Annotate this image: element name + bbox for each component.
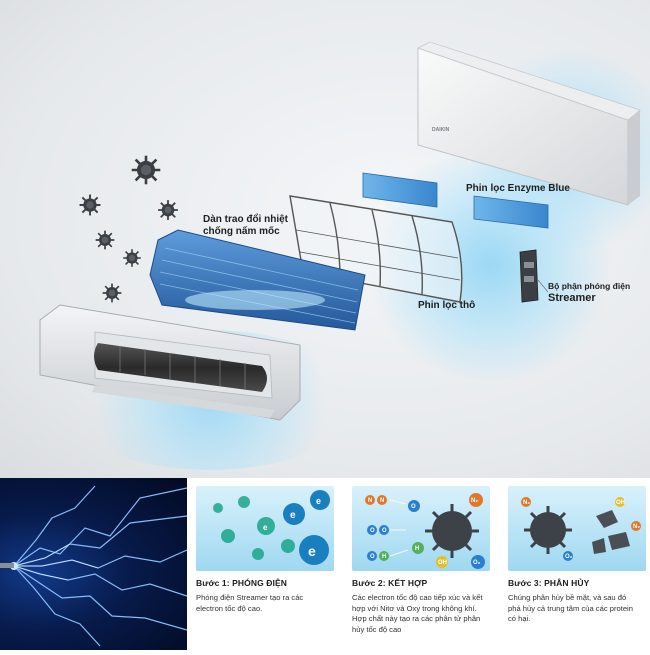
- n2-label: N₂: [471, 498, 478, 504]
- oxygen-label: O: [370, 554, 375, 560]
- electron-label: e: [263, 523, 268, 532]
- o2-label: O₂: [565, 554, 573, 560]
- step-decompose-desc: Chúng phân hủy bề mặt, và sau đó phá hủy…: [508, 593, 633, 623]
- step-combine-image: N N O O O H O H N₂ O₂ OH: [352, 486, 490, 571]
- hydroxyl-label: OH: [438, 560, 447, 566]
- heat-exchanger-coil: [149, 229, 366, 331]
- step-discharge-image: e e e e: [196, 486, 334, 571]
- lightning-icon: [0, 485, 188, 647]
- exploded-view: Dàn trao đổi nhiệt chống nấm mốc Phin lọ…: [0, 0, 650, 478]
- hydrogen-label: H: [415, 546, 419, 552]
- front-panel: [416, 41, 641, 206]
- label-streamer-line1: Bộ phận phóng điện: [548, 281, 631, 291]
- streamer-unit: [519, 249, 539, 303]
- label-streamer-unit: Bộ phận phóng điện Streamer: [548, 280, 630, 304]
- streamer-discharge-image: [0, 478, 188, 650]
- step-discharge-desc: Phóng điện Streamer tạo ra các electron …: [196, 593, 304, 613]
- label-heat-exchanger: Dàn trao đổi nhiệt chống nấm mốc: [203, 214, 288, 238]
- step-combine-desc: Các electron tốc độ cao tiếp xúc và kết …: [352, 593, 483, 634]
- nitrogen-label: N: [368, 498, 372, 504]
- oxygen-label: O: [382, 528, 387, 534]
- step-decompose-image: N₂ O₂ OH N₂: [508, 486, 646, 571]
- nitrogen-label: N: [380, 498, 384, 504]
- electron-label: e: [290, 510, 296, 521]
- n2-label: N₂: [523, 500, 530, 506]
- electron-label: e: [316, 496, 321, 506]
- step-combine-title: Bước 2: KẾT HỢP: [352, 578, 428, 588]
- o2-label: O₂: [473, 560, 481, 566]
- step-combine: N N O O O H O H N₂ O₂ OH Bước 2: KẾT HỢP…: [352, 486, 492, 646]
- exploded-illustration: [39, 41, 641, 421]
- label-heat-exchanger-line1: Dàn trao đổi nhiệt: [203, 214, 288, 225]
- electron-label: e: [308, 543, 316, 559]
- panel-logo: DAIKIN: [432, 127, 450, 133]
- n2-label: N₂: [633, 524, 640, 530]
- hydroxyl-label: OH: [616, 500, 625, 506]
- step-decompose-title: Bước 3: PHÂN HỦY: [508, 578, 590, 588]
- streamer-steps-section: e e e e Bước 1: PHÓNG ĐIỆN Phóng điện St…: [0, 478, 650, 650]
- indoor-unit: [39, 304, 301, 421]
- label-streamer-line2: Streamer: [548, 292, 596, 304]
- enzyme-blue-filters: [362, 172, 549, 229]
- step-discharge: e e e e Bước 1: PHÓNG ĐIỆN Phóng điện St…: [196, 486, 336, 646]
- label-enzyme-filter: Phin lọc Enzyme Blue: [466, 183, 570, 194]
- oxygen-label: O: [370, 528, 375, 534]
- label-heat-exchanger-line2: chống nấm mốc: [203, 226, 280, 237]
- step-decompose: N₂ O₂ OH N₂ Bước 3: PHÂN HỦY Chúng phân …: [508, 486, 648, 646]
- oxygen-label: O: [411, 504, 416, 510]
- hydrogen-label: H: [382, 554, 386, 560]
- step-discharge-title: Bước 1: PHÓNG ĐIỆN: [196, 578, 287, 588]
- label-coarse-filter: Phin lọc thô: [418, 300, 476, 311]
